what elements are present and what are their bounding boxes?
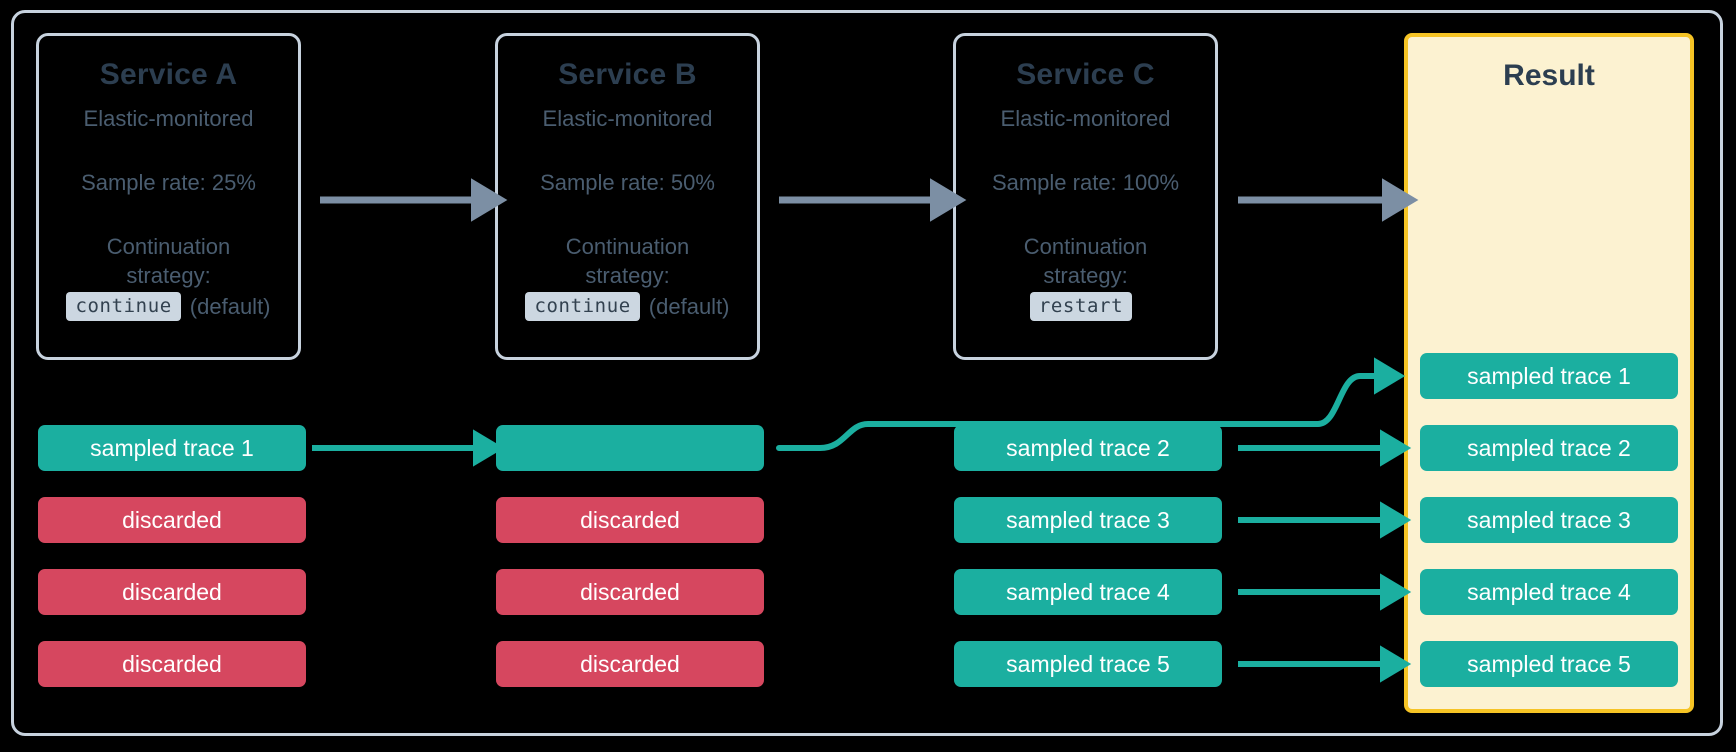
pill-result-trace-2: sampled trace 2	[1420, 425, 1678, 471]
service-a-strategy-line2: strategy:	[126, 263, 211, 289]
service-c-title: Service C	[1016, 58, 1155, 91]
service-a-monitored: Elastic-monitored	[83, 106, 254, 131]
pill-service-c-row-2: sampled trace 3	[954, 497, 1222, 543]
service-a-strategy-value: continue	[66, 292, 181, 322]
service-c-strategy-row: restart	[956, 292, 1215, 322]
service-b-strategy-row: continue (default)	[498, 292, 757, 322]
service-a-title: Service A	[99, 58, 238, 91]
service-b-sample-rate: Sample rate: 50%	[540, 170, 715, 196]
service-c-monitored: Elastic-monitored	[1000, 106, 1171, 131]
diagram-outer-frame	[11, 10, 1723, 736]
service-b-monitored: Elastic-monitored	[542, 106, 713, 131]
service-b-strategy-note: (default)	[648, 293, 730, 319]
pill-service-c-row-1: sampled trace 2	[954, 425, 1222, 471]
result-title: Result	[1503, 59, 1595, 92]
pill-service-b-row-2: discarded	[496, 497, 764, 543]
pill-service-a-row-4: discarded	[38, 641, 306, 687]
service-card-a: Service A Elastic-monitored Sample rate:…	[36, 33, 301, 360]
pill-result-trace-3: sampled trace 3	[1420, 497, 1678, 543]
service-b-title: Service B	[558, 58, 697, 91]
service-c-strategy-value: restart	[1029, 292, 1133, 322]
pill-service-a-row-2: discarded	[38, 497, 306, 543]
service-card-b: Service B Elastic-monitored Sample rate:…	[495, 33, 760, 360]
service-b-strategy-label: Continuation strategy:	[498, 232, 757, 290]
pill-service-b-row-1	[496, 425, 764, 471]
pill-service-b-row-4: discarded	[496, 641, 764, 687]
service-c-sample-rate: Sample rate: 100%	[991, 170, 1180, 196]
service-a-sample-rate: Sample rate: 25%	[81, 170, 256, 196]
pill-service-a-row-3: discarded	[38, 569, 306, 615]
pill-service-b-row-3: discarded	[496, 569, 764, 615]
pill-result-trace-5: sampled trace 5	[1420, 641, 1678, 687]
service-b-strategy-value: continue	[525, 292, 640, 322]
pill-service-c-row-3: sampled trace 4	[954, 569, 1222, 615]
service-card-c: Service C Elastic-monitored Sample rate:…	[953, 33, 1218, 360]
service-c-strategy-line2: strategy:	[1043, 263, 1128, 289]
service-a-strategy-note: (default)	[189, 293, 271, 319]
pill-service-a-row-1: sampled trace 1	[38, 425, 306, 471]
pill-result-trace-4: sampled trace 4	[1420, 569, 1678, 615]
pill-service-c-row-4: sampled trace 5	[954, 641, 1222, 687]
service-b-strategy-line1: Continuation	[565, 234, 690, 260]
service-a-strategy-row: continue (default)	[39, 292, 298, 322]
service-c-strategy-line1: Continuation	[1023, 234, 1148, 260]
service-c-strategy-label: Continuation strategy:	[956, 232, 1215, 290]
service-b-strategy-line2: strategy:	[585, 263, 670, 289]
service-a-strategy-line1: Continuation	[106, 234, 231, 260]
service-a-strategy-label: Continuation strategy:	[39, 232, 298, 290]
pill-result-trace-1: sampled trace 1	[1420, 353, 1678, 399]
